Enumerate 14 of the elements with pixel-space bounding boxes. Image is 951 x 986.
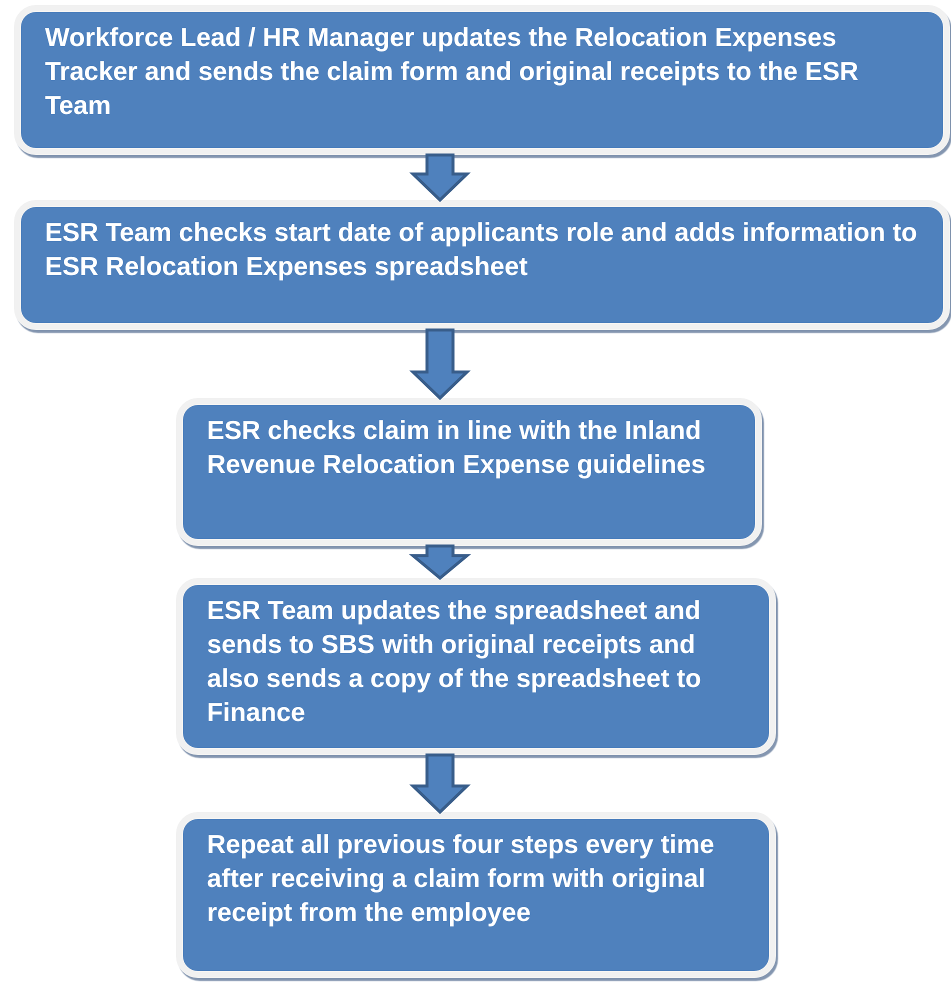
step-text: Repeat all previous four steps every time after receiving a claim form with original receipt from the employee — [207, 828, 716, 929]
process-box — [176, 812, 776, 978]
block-arrow — [409, 754, 471, 814]
process-box — [14, 5, 950, 155]
block-arrow — [409, 154, 471, 202]
step-text: Workforce Lead / HR Manager updates the Relocation Expenses Tracker and sends the claim form and original receipts to the ESR Team — [45, 21, 860, 122]
step-text: ESR Team checks start date of applicants role and adds information to ESR Relocation Expenses spreadsheet — [45, 216, 918, 283]
block-arrow — [408, 544, 472, 580]
process-box — [14, 200, 950, 330]
process-box — [176, 398, 762, 546]
process-box — [176, 578, 776, 755]
step-text: ESR Team updates the spreadsheet and sends to SBS with original receipts and also sends a copy of the spreadsheet to Finance — [207, 594, 702, 729]
block-arrow — [409, 328, 471, 400]
step-text: ESR checks claim in line with the Inland Revenue Relocation Expense guidelines — [207, 414, 706, 481]
